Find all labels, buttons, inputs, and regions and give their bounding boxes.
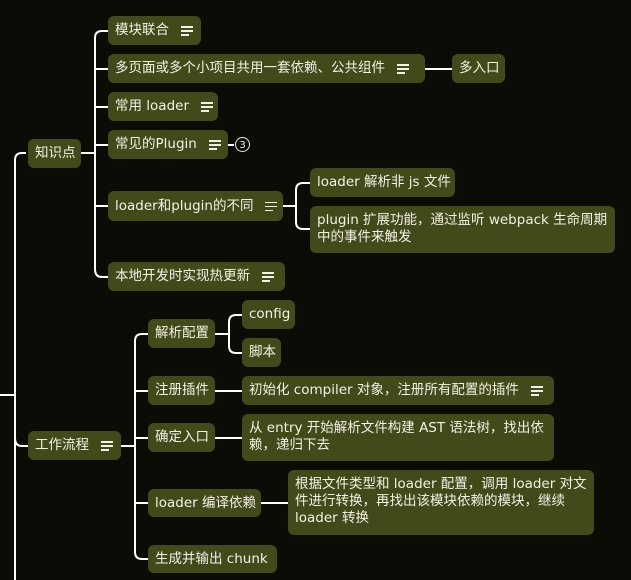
topic-label: loader 编译依赖	[155, 494, 256, 511]
topic-workflow[interactable]: 工作流程	[28, 431, 121, 460]
topic-label: 注册插件	[155, 382, 209, 398]
topic-output-chunk[interactable]: 生成并输出 chunk	[148, 545, 277, 573]
topic-label: 多页面或多个小项目共用一套依赖、公共组件	[115, 60, 385, 76]
topic-label: 常见的Plugin	[115, 136, 197, 152]
topic-common-plugin[interactable]: 常见的Plugin	[108, 130, 228, 159]
topic-determine-entry[interactable]: 确定入口	[148, 423, 215, 452]
topic-common-loader[interactable]: 常用 loader	[108, 92, 218, 121]
topic-label: 工作流程	[35, 437, 89, 453]
note-icon[interactable]	[265, 201, 278, 211]
topic-config[interactable]: config	[242, 300, 295, 329]
topic-label: plugin 扩展功能，通过监听 webpack 生命周期中的事件来触发	[317, 212, 608, 245]
topic-multi-entry[interactable]: 多入口	[452, 54, 505, 83]
topic-label: loader 解析非 js 文件	[317, 174, 451, 190]
topic-label: 生成并输出 chunk	[155, 550, 268, 567]
topic-label: 本地开发时实现热更新	[115, 268, 250, 284]
topic-loader-vs-plugin[interactable]: loader和plugin的不同	[108, 191, 283, 221]
topic-knowledge[interactable]: 知识点	[28, 139, 81, 168]
topic-script[interactable]: 脚本	[242, 338, 281, 367]
note-icon[interactable]	[208, 140, 221, 150]
topic-register-plugins[interactable]: 注册插件	[148, 376, 215, 405]
topic-entry-desc[interactable]: 从 entry 开始解析文件构建 AST 语法树，找出依赖，递归下去	[242, 414, 554, 461]
topic-label: 知识点	[35, 145, 76, 161]
topic-label: 模块联合	[115, 22, 169, 38]
topic-label: config	[249, 306, 291, 322]
topic-label: 确定入口	[155, 429, 209, 445]
topic-label: 脚本	[249, 344, 276, 360]
topic-label: 从 entry 开始解析文件构建 AST 语法树，找出依赖，递归下去	[249, 420, 544, 453]
topic-label: 解析配置	[155, 325, 209, 341]
topic-loader-desc[interactable]: loader 解析非 js 文件	[310, 168, 455, 197]
topic-plugin-desc[interactable]: plugin 扩展功能，通过监听 webpack 生命周期中的事件来触发	[310, 206, 615, 253]
topic-parse-config[interactable]: 解析配置	[148, 319, 215, 348]
topic-label: 根据文件类型和 loader 配置，调用 loader 对文件进行转换，再找出该…	[295, 476, 587, 526]
topic-hmr[interactable]: 本地开发时实现热更新	[108, 262, 285, 291]
topic-multi-page[interactable]: 多页面或多个小项目共用一套依赖、公共组件	[108, 54, 425, 83]
topic-label: 初始化 compiler 对象，注册所有配置的插件	[249, 382, 519, 398]
topic-loader-compile[interactable]: loader 编译依赖	[148, 489, 261, 517]
collapsed-count-badge[interactable]: 3	[235, 137, 250, 152]
topic-init-compiler[interactable]: 初始化 compiler 对象，注册所有配置的插件	[242, 376, 554, 405]
topic-loader-compile-desc[interactable]: 根据文件类型和 loader 配置，调用 loader 对文件进行转换，再找出该…	[288, 470, 594, 535]
note-icon[interactable]	[101, 441, 113, 451]
note-icon[interactable]	[530, 386, 543, 396]
topic-label: loader和plugin的不同	[115, 197, 254, 214]
topic-label: 常用 loader	[115, 98, 189, 114]
topic-module-federation[interactable]: 模块联合	[108, 16, 201, 45]
note-icon[interactable]	[262, 272, 274, 282]
topic-label: 多入口	[459, 60, 500, 76]
note-icon[interactable]	[181, 26, 193, 36]
note-icon[interactable]	[397, 64, 409, 74]
note-icon[interactable]	[201, 102, 213, 112]
